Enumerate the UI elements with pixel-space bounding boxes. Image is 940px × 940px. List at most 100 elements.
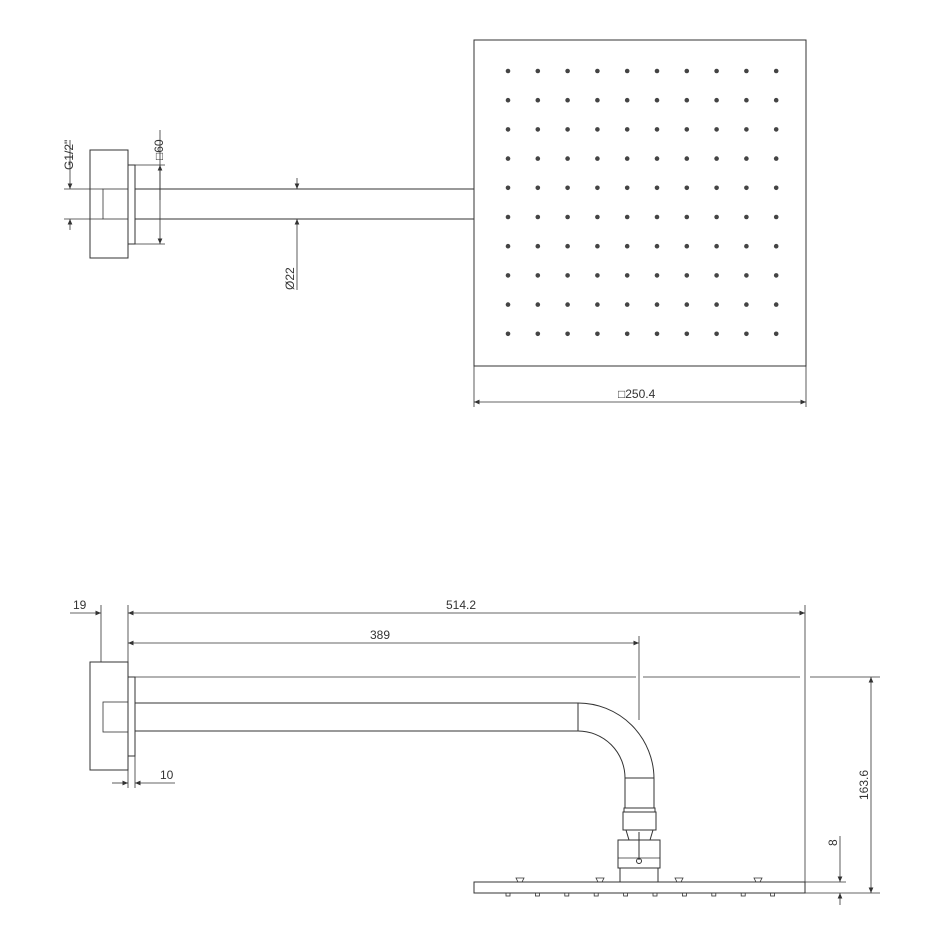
nozzle-dot bbox=[654, 331, 660, 337]
nozzle-dot bbox=[595, 214, 600, 220]
nozzle-dot bbox=[505, 302, 511, 307]
overall-length-label: 514.2 bbox=[446, 598, 476, 612]
nozzles-side bbox=[505, 877, 775, 897]
nozzle-tip bbox=[711, 892, 717, 897]
nozzle-dot bbox=[744, 273, 749, 278]
nozzle-dot bbox=[505, 97, 511, 103]
shower-arm bbox=[135, 188, 474, 220]
nozzle-grid bbox=[505, 68, 779, 337]
nozzle-tip bbox=[535, 892, 540, 897]
nozzle-dot bbox=[714, 331, 719, 337]
thread-dimension: G1/2" bbox=[62, 140, 103, 230]
thread-label: G1/2" bbox=[62, 140, 76, 170]
plate-thickness-label: 8 bbox=[826, 839, 840, 846]
arm-length-dimension: 389 bbox=[128, 628, 640, 720]
nozzle-tip bbox=[652, 892, 658, 897]
nozzle-dot bbox=[624, 97, 630, 103]
nozzle-dot bbox=[535, 243, 541, 249]
nozzle-dot bbox=[535, 302, 541, 307]
nozzle-tip bbox=[770, 892, 775, 897]
flange-thickness-label: 10 bbox=[160, 768, 174, 782]
nozzle-dot bbox=[595, 97, 600, 103]
pipe-diameter-dimension: Ø22 bbox=[283, 178, 300, 290]
side-view: 514.2 19 389 10 163.6 bbox=[70, 598, 880, 905]
nozzle-dot bbox=[565, 127, 570, 132]
nozzle-dot bbox=[565, 156, 570, 161]
nozzle-dot bbox=[714, 68, 719, 74]
nozzle-dot bbox=[654, 214, 660, 220]
nozzle-dot bbox=[624, 302, 630, 307]
nozzle-dot bbox=[654, 243, 660, 249]
nozzle-dot bbox=[684, 214, 690, 220]
arm-length-label: 389 bbox=[370, 628, 390, 642]
nozzle-dot bbox=[744, 68, 749, 74]
nozzle-tip bbox=[505, 892, 511, 897]
shower-head-plate bbox=[473, 881, 806, 894]
nozzle-dot bbox=[565, 68, 570, 74]
nozzle-dot bbox=[595, 68, 600, 74]
nozzle-dot bbox=[624, 185, 630, 191]
pipe-diameter-label: Ø22 bbox=[283, 267, 297, 290]
nozzle-dot bbox=[505, 243, 511, 249]
nozzle-tip bbox=[682, 892, 687, 897]
nozzle-dot bbox=[565, 185, 570, 191]
nozzle-dot bbox=[654, 127, 660, 132]
nozzle-dot bbox=[684, 97, 690, 103]
nozzle-dot bbox=[714, 156, 719, 161]
nozzle-tip bbox=[593, 892, 599, 897]
head-size-label: □250.4 bbox=[618, 387, 656, 401]
nozzle-dot bbox=[624, 127, 630, 132]
nozzle-dot bbox=[684, 302, 690, 307]
nozzle-dot bbox=[654, 302, 660, 307]
nozzle-dot bbox=[535, 273, 541, 278]
plate-thickness-dimension: 8 bbox=[805, 836, 846, 905]
shower-arm-side bbox=[135, 702, 655, 808]
nozzle-tip bbox=[623, 892, 628, 897]
nozzle-dot bbox=[773, 331, 779, 337]
nozzle-dot bbox=[684, 331, 690, 337]
nozzle-dot bbox=[714, 214, 719, 220]
nozzle-dot bbox=[505, 156, 511, 161]
nozzle-dot bbox=[684, 68, 690, 74]
nozzle-dot bbox=[624, 68, 630, 74]
swivel-joint bbox=[617, 807, 661, 883]
nozzle-tip bbox=[740, 892, 746, 897]
nozzle-dot bbox=[744, 127, 749, 132]
screw-head bbox=[595, 877, 605, 883]
nozzle-tip bbox=[564, 892, 570, 897]
nozzle-dot bbox=[654, 273, 660, 278]
nozzle-dot bbox=[595, 243, 600, 249]
nozzle-dot bbox=[773, 302, 779, 307]
nozzle-dot bbox=[714, 185, 719, 191]
nozzle-dot bbox=[505, 68, 511, 74]
nozzle-dot bbox=[565, 97, 570, 103]
nozzle-dot bbox=[744, 302, 749, 307]
nozzle-dot bbox=[714, 273, 719, 278]
nozzle-dot bbox=[535, 97, 541, 103]
nozzle-dot bbox=[505, 214, 511, 220]
nozzle-dot bbox=[684, 156, 690, 161]
nozzle-dot bbox=[565, 243, 570, 249]
nozzle-dot bbox=[744, 214, 749, 220]
shower-head-top bbox=[473, 39, 807, 367]
wall-offset-label: 19 bbox=[73, 598, 87, 612]
nozzle-dot bbox=[654, 68, 660, 74]
flange-thickness-dimension: 10 bbox=[112, 756, 175, 788]
nozzle-dot bbox=[565, 302, 570, 307]
nozzle-dot bbox=[714, 302, 719, 307]
screw-head bbox=[753, 877, 763, 883]
nozzle-dot bbox=[595, 156, 600, 161]
nozzle-dot bbox=[684, 243, 690, 249]
flange-label: □60 bbox=[152, 139, 166, 160]
nozzle-dot bbox=[565, 214, 570, 220]
nozzle-dot bbox=[595, 273, 600, 278]
wall-offset-dimension: 19 bbox=[70, 598, 102, 662]
nozzle-dot bbox=[744, 97, 749, 103]
nozzle-dot bbox=[744, 185, 749, 191]
nozzle-dot bbox=[565, 273, 570, 278]
wall-section bbox=[89, 149, 129, 259]
nozzle-dot bbox=[595, 331, 600, 337]
nozzle-dot bbox=[773, 156, 779, 161]
nozzle-dot bbox=[505, 331, 511, 337]
